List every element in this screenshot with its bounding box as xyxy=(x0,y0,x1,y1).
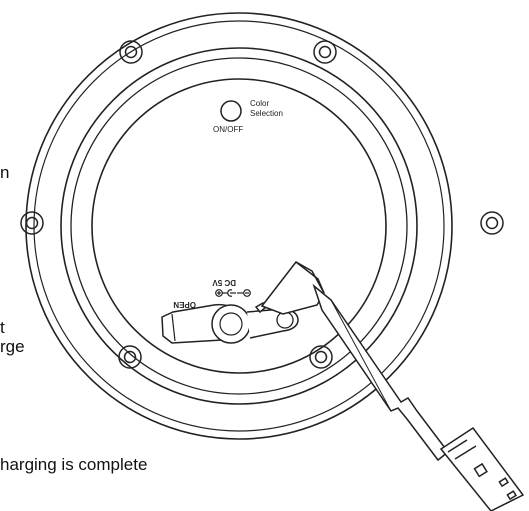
side-text-line-2: t xyxy=(0,318,5,337)
screw-right xyxy=(480,211,504,235)
screw-top-left xyxy=(119,40,143,64)
polarity-symbol xyxy=(215,289,251,297)
outer-ring xyxy=(25,12,453,440)
power-button-label: ON/OFF xyxy=(213,125,243,134)
screw-bottom-right xyxy=(309,345,333,369)
middle-ring xyxy=(60,47,418,405)
power-button-icon xyxy=(220,100,242,122)
usb-cable xyxy=(312,283,450,462)
dc-port-label: DC 5V xyxy=(212,278,236,287)
screw-left xyxy=(20,211,44,235)
screw-top-right xyxy=(313,40,337,64)
outer-ring-inner-edge xyxy=(33,20,445,432)
side-text-line-4: harging is complete xyxy=(0,455,148,474)
side-text-line-3: rge xyxy=(0,337,25,356)
inner-panel xyxy=(91,78,387,374)
color-selection-label-1: Color xyxy=(250,99,269,108)
color-selection-label-2: Selection xyxy=(250,109,283,118)
inner-ring xyxy=(70,57,408,395)
screw-bottom-left xyxy=(118,345,142,369)
open-label: OPEN xyxy=(173,300,196,309)
side-text-line-1: n xyxy=(0,163,10,182)
